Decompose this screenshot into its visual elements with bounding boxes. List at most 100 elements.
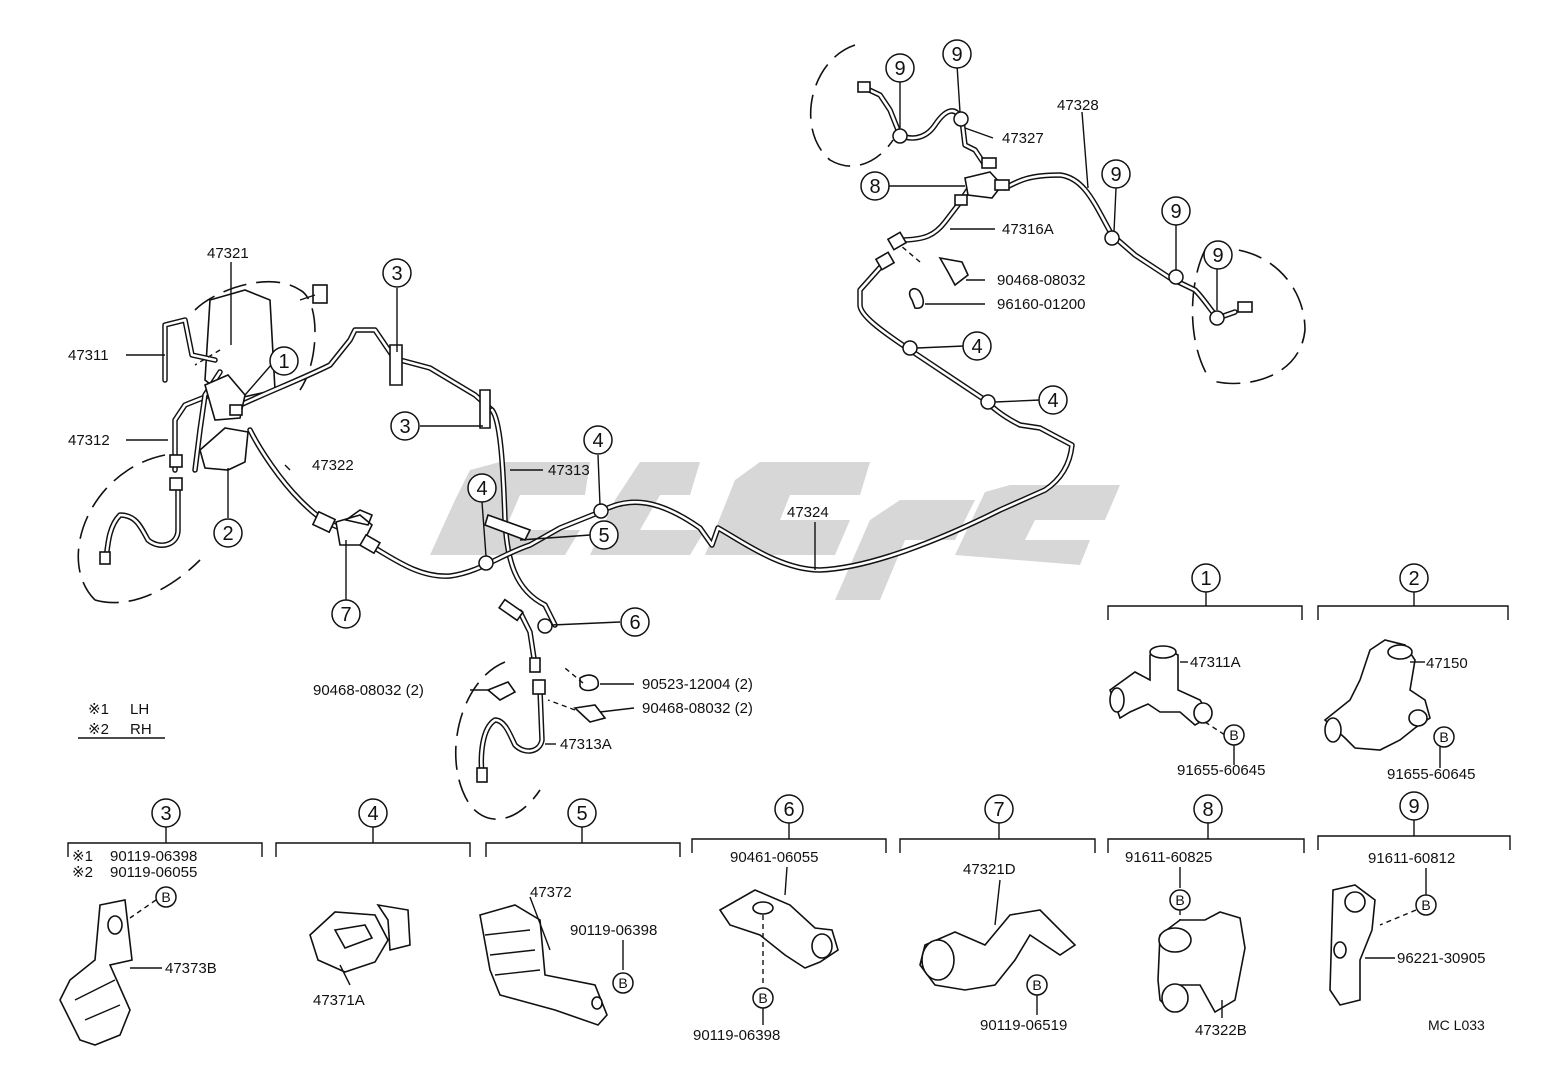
svg-text:3: 3: [160, 803, 171, 825]
svg-text:47321D: 47321D: [963, 861, 1016, 878]
svg-text:8: 8: [869, 176, 880, 198]
callout-4c: 4: [962, 331, 992, 361]
watermark-logo: [430, 462, 1120, 600]
detail-4: 4 47371A: [275, 798, 471, 1009]
svg-text:B: B: [618, 975, 627, 991]
svg-text:※2: ※2: [72, 864, 93, 881]
svg-text:B: B: [1175, 892, 1184, 908]
svg-text:90461-06055: 90461-06055: [730, 849, 818, 866]
leader-lines: [78, 64, 1218, 745]
svg-text:B: B: [1421, 897, 1430, 913]
hose-clip-icon: [1329, 884, 1376, 1006]
detail-2: 2 47150 B 91655-60645: [1317, 563, 1509, 783]
svg-text:47373B: 47373B: [165, 960, 217, 977]
svg-text:47371A: 47371A: [313, 992, 365, 1009]
svg-text:8: 8: [1202, 799, 1213, 821]
label-47312: 47312: [68, 432, 110, 449]
svg-text:B: B: [1229, 727, 1238, 743]
label-90468-08032-2b: 90468-08032 (2): [642, 700, 753, 717]
detail-9: 9 91611-60812 B 96221-30905: [1317, 791, 1511, 1006]
callout-4d: 4: [1038, 385, 1068, 415]
svg-text:4: 4: [592, 430, 603, 452]
part-labels-main: 47321 47311 47312 47322 47313 47324 4732…: [68, 97, 1099, 753]
union-4way-fitting: [199, 427, 249, 471]
callout-9d: 9: [1161, 196, 1191, 226]
callout-9a: 9: [885, 53, 915, 83]
callout-4b: 4: [583, 425, 613, 455]
svg-text:90119-06398: 90119-06398: [693, 1027, 780, 1044]
clip-with-bracket-icon: [479, 904, 608, 1026]
callout-9b: 9: [942, 39, 972, 69]
svg-text:4: 4: [367, 803, 378, 825]
label-47322: 47322: [312, 457, 354, 474]
label-47321: 47321: [207, 245, 249, 262]
svg-text:91655-60645: 91655-60645: [1387, 766, 1475, 783]
svg-text:47322B: 47322B: [1195, 1022, 1247, 1039]
svg-text:9: 9: [1212, 245, 1223, 267]
side-legend: ※1 LH ※2 RH: [88, 701, 152, 738]
svg-text:3: 3: [391, 263, 402, 285]
svg-text:91611-60825: 91611-60825: [1125, 849, 1212, 866]
callout-9e: 9: [1203, 240, 1233, 270]
drawing-code: MC L033: [1428, 1017, 1485, 1033]
detail-5: 5 47372 90119-06398 B: [479, 798, 681, 1026]
callout-9c: 9: [1101, 159, 1131, 189]
callouts-main: 1 2 3 3 4 4 5 6 7 8 4 4 9 9 9 9 9: [213, 39, 1233, 637]
hose-bracket-icon: [919, 909, 1077, 991]
svg-text:91611-60812: 91611-60812: [1368, 850, 1455, 867]
svg-text:96221-30905: 96221-30905: [1397, 950, 1485, 967]
label-47324: 47324: [787, 504, 829, 521]
svg-text:5: 5: [598, 525, 609, 547]
svg-text:6: 6: [629, 612, 640, 634]
detail-6: 6 90461-06055 B 90119-06398: [691, 794, 887, 1044]
callout-3a: 3: [382, 258, 412, 288]
svg-text:90119-06519: 90119-06519: [980, 1017, 1067, 1034]
bracket-clip-icon: [718, 889, 839, 969]
label-90468-08032: 90468-08032: [997, 272, 1085, 289]
label-47327: 47327: [1002, 130, 1044, 147]
svg-text:1: 1: [278, 351, 289, 373]
svg-text:5: 5: [576, 803, 587, 825]
callout-2: 2: [213, 518, 243, 548]
svg-text:LH: LH: [130, 701, 149, 718]
svg-text:B: B: [161, 889, 170, 905]
detail-8: 8 91611-60825 B 47322B: [1107, 794, 1305, 1039]
fittings: [99, 81, 1253, 783]
label-47328: 47328: [1057, 97, 1099, 114]
svg-text:B: B: [1439, 729, 1448, 745]
svg-text:91655-60645: 91655-60645: [1177, 762, 1265, 779]
svg-text:1: 1: [1200, 568, 1211, 590]
detail-7: 7 47321D 90119-06519 B: [899, 794, 1096, 1034]
label-96160-01200: 96160-01200: [997, 296, 1085, 313]
callout-5: 5: [589, 520, 619, 550]
svg-text:B: B: [758, 990, 767, 1006]
svg-text:3: 3: [399, 416, 410, 438]
callout-4a: 4: [467, 473, 497, 503]
svg-text:4: 4: [1047, 390, 1058, 412]
svg-text:90119-06398: 90119-06398: [110, 848, 197, 865]
union-4way-icon: [1323, 639, 1431, 751]
svg-text:6: 6: [783, 799, 794, 821]
label-47313a: 47313A: [560, 736, 612, 753]
detail-1: 1 47311A B 91655-60645: [1107, 563, 1303, 779]
callout-8: 8: [860, 171, 890, 201]
callout-3b: 3: [390, 411, 420, 441]
label-90468-08032-2a: 90468-08032 (2): [313, 682, 424, 699]
callout-1: 1: [269, 346, 299, 376]
wheel-outlines: [77, 44, 1306, 820]
label-47313: 47313: [548, 462, 590, 479]
svg-text:47150: 47150: [1426, 655, 1468, 672]
label-47316a: 47316A: [1002, 221, 1054, 238]
svg-text:2: 2: [222, 523, 233, 545]
svg-text:7: 7: [993, 799, 1004, 821]
svg-text:※2: ※2: [88, 721, 109, 738]
svg-text:4: 4: [476, 478, 487, 500]
callout-7: 7: [331, 599, 361, 629]
svg-text:9: 9: [894, 58, 905, 80]
svg-text:9: 9: [1110, 164, 1121, 186]
svg-text:90119-06055: 90119-06055: [110, 864, 197, 881]
svg-text:9: 9: [1170, 201, 1181, 223]
svg-text:2: 2: [1408, 568, 1419, 590]
svg-text:※1: ※1: [88, 701, 109, 718]
